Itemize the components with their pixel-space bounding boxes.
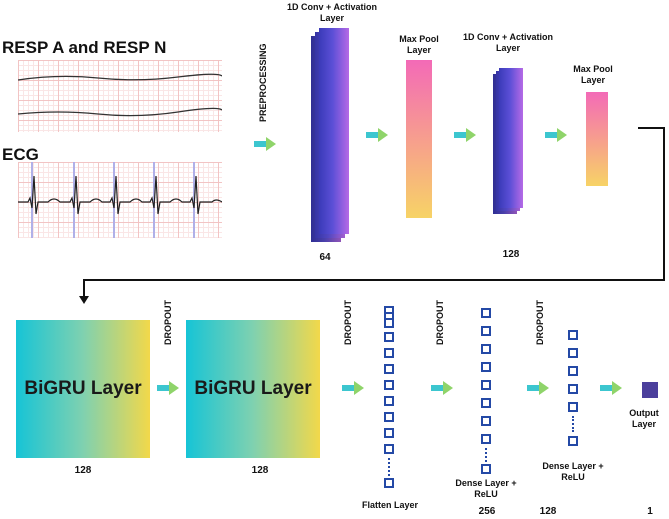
flatten-neuron <box>384 478 394 488</box>
dense2-neuron <box>568 402 578 412</box>
dense1-ellipsis <box>485 448 487 462</box>
flatten-neuron <box>384 348 394 358</box>
arrow-icon <box>545 128 567 142</box>
output-size: 1 <box>647 506 653 517</box>
flatten-neuron <box>384 444 394 454</box>
dense1-neuron <box>481 464 491 474</box>
dense1-label: Dense Layer + ReLU <box>455 478 517 499</box>
arrow-icon <box>254 137 276 151</box>
flatten-neuron <box>384 332 394 342</box>
ecg-title: ECG <box>2 145 39 164</box>
pool2-label: Max Pool Layer <box>573 64 613 85</box>
dense2-ellipsis <box>572 416 574 432</box>
flatten-neuron <box>384 318 394 328</box>
dense1-neuron <box>481 380 491 390</box>
dense2-neuron <box>568 348 578 358</box>
bigru1-size: 128 <box>74 465 92 476</box>
ecg-chart <box>18 162 222 238</box>
arrow-icon <box>527 381 549 395</box>
conv1-size: 64 <box>319 252 331 263</box>
dense1-neuron <box>481 398 491 408</box>
resp-chart <box>18 60 222 132</box>
bigru2-size: 128 <box>251 465 269 476</box>
conv2-size: 128 <box>502 249 520 260</box>
output-label: Output Layer <box>629 408 659 429</box>
arrow-icon <box>342 381 364 395</box>
dense1-neuron <box>481 362 491 372</box>
arrow-icon <box>431 381 453 395</box>
resp-title: RESP A and RESP N <box>2 38 167 57</box>
dense2-neuron <box>568 436 578 446</box>
flatten-neuron <box>384 412 394 422</box>
dropout1-label: DROPOUT <box>163 300 173 345</box>
conv2-block <box>499 68 523 208</box>
conv1-block <box>319 28 349 234</box>
conv1-label: 1D Conv + Activation Layer <box>287 2 377 23</box>
flatten-neuron <box>384 380 394 390</box>
arrow-icon <box>454 128 476 142</box>
dense2-label: Dense Layer + ReLU <box>542 461 604 482</box>
bigru2-block: BiGRU Layer <box>186 320 320 458</box>
arrow-icon <box>157 381 179 395</box>
flatten-neuron <box>384 428 394 438</box>
dense2-neuron <box>568 330 578 340</box>
dense1-neuron <box>481 416 491 426</box>
dropout2-label: DROPOUT <box>343 300 353 345</box>
dense1-neuron <box>481 434 491 444</box>
flatten-label: Flatten Layer <box>361 500 419 510</box>
output-unit <box>642 382 658 398</box>
arrow-icon <box>600 381 622 395</box>
pool2-block <box>586 92 608 186</box>
pool1-label: Max Pool Layer <box>399 34 439 55</box>
dense2-neuron <box>568 384 578 394</box>
dense1-size: 256 <box>478 506 496 517</box>
conv2-label: 1D Conv + Activation Layer <box>463 32 553 53</box>
flatten-neuron <box>384 396 394 406</box>
dropout3-label: DROPOUT <box>435 300 445 345</box>
dense2-neuron <box>568 366 578 376</box>
arrow-icon <box>366 128 388 142</box>
dense1-neuron <box>481 344 491 354</box>
dense2-size: 128 <box>539 506 557 517</box>
pool1-block <box>406 60 432 218</box>
dense1-neuron <box>481 308 491 318</box>
dropout4-label: DROPOUT <box>535 300 545 345</box>
flatten-ellipsis <box>388 458 390 476</box>
bigru1-block: BiGRU Layer <box>16 320 150 458</box>
dense1-neuron <box>481 326 491 336</box>
flatten-neuron <box>384 364 394 374</box>
